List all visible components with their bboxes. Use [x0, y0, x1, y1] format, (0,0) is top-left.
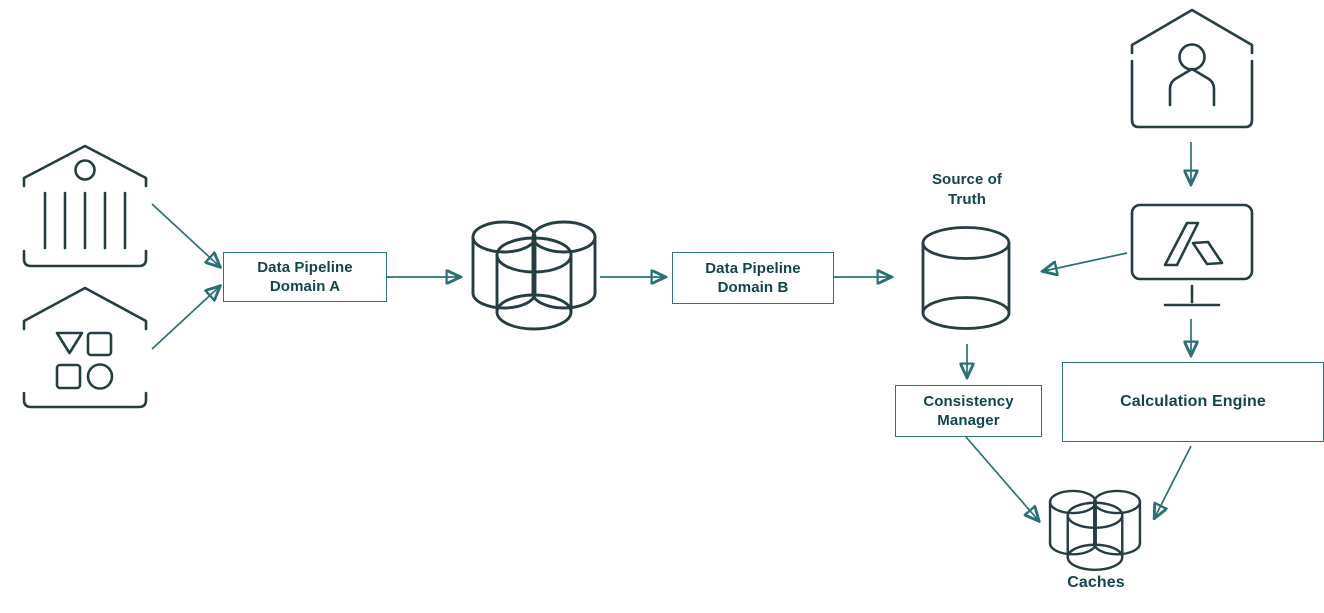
node-data-pipeline-domain-a: Data Pipeline Domain A [223, 252, 387, 302]
database-cylinder-icon [921, 225, 1011, 331]
caches-label: Caches [1067, 574, 1125, 591]
bank-building-icon [22, 142, 148, 268]
node-data-pipeline-domain-b: Data Pipeline Domain B [672, 252, 834, 304]
edge-monitor-to-source-of-truth [1044, 252, 1128, 271]
node-calculation-engine: Calculation Engine [1062, 362, 1324, 442]
edge-consistency-manager-to-caches [965, 436, 1038, 520]
shapes-warehouse-icon [22, 283, 148, 409]
node-consistency-manager: Consistency Manager [895, 385, 1042, 437]
monitor-logo-icon [1130, 203, 1254, 281]
edge-shapes-to-pipeline-a [151, 287, 219, 350]
monitor-stand-icon [1160, 284, 1224, 310]
edge-calculation-engine-to-caches [1155, 445, 1192, 517]
database-cluster-icon [468, 218, 600, 332]
cache-cluster-icon [1046, 488, 1144, 572]
edge-bank-to-pipeline-a [151, 203, 219, 266]
source-of-truth-label: Source of Truth [931, 171, 1003, 208]
house-user-icon [1130, 5, 1254, 131]
